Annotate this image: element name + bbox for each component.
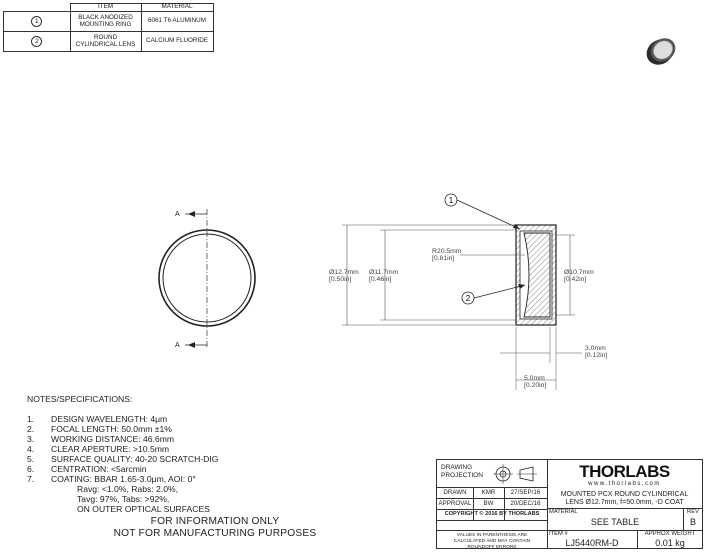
callout-1-circle [444, 193, 458, 207]
disclaimer: VALUES IN PARENTHESIS ARE CALCULATED AND… [453, 533, 531, 550]
coating-line: Ravg: <1.0%, Rabs: 2.0%, [77, 484, 179, 494]
rev-value: B [689, 517, 696, 527]
material-value: SEE TABLE [590, 517, 640, 527]
thickness-label: 3.0mm [0.12in] [585, 345, 608, 360]
front-view: A A [158, 209, 256, 349]
clear-diam-label: Ø10.7mm [0.42in] [564, 269, 594, 284]
part-isometric-icon [646, 38, 676, 65]
note-item: 3.WORKING DISTANCE: 46.6mm [27, 434, 175, 444]
approval-date: 20/DEC/16 [510, 500, 541, 507]
title-block: DRAWING PROJECTION DRAWN KMR 27/SEP/16 A… [436, 459, 703, 550]
radius-label: R20.5mm [0.81in] [432, 248, 462, 263]
info-disclaimer: FOR INFORMATION ONLY NOT FOR MANUFACTURI… [113, 516, 317, 539]
note-item: 5.SURFACE QUALITY: 40-20 SCRATCH-DIG [27, 454, 219, 464]
parts-table: ITEM MATERIAL 1 BLACK ANODIZED MOUNTING … [3, 3, 214, 52]
note-item: 7.COATING: BBAR 1.65-3.0μm, AOI: 0° [27, 474, 196, 484]
outer-diam-label: Ø12.7mm [0.50in] [329, 269, 359, 284]
note-item: 2.FOCAL LENGTH: 50.0mm ±1% [27, 424, 172, 434]
rev-label: REV [687, 509, 699, 515]
approval-label: APPROVAL [438, 500, 472, 507]
width-label: 5.0mm [0.20in] [524, 375, 547, 390]
weight-value: 0.01 kg [655, 538, 685, 548]
parts-table-corner [3, 3, 71, 12]
parts-table-row-1-material: 6061 T6 ALUMINUM [140, 11, 214, 32]
note-item: 1.DESIGN WAVELENGTH: 4μm [27, 414, 168, 424]
coating-line: ON OUTER OPTICAL SURFACES [77, 504, 210, 514]
notes-title: NOTES/SPECIFICATIONS: [27, 394, 133, 404]
front-view-outer-ring [158, 229, 256, 327]
weight-label: APPROX WEIGHT [644, 531, 696, 537]
parts-table-header-material: MATERIAL [140, 3, 214, 12]
section-label-bottom: A [175, 342, 180, 349]
drawing-projection-label: DRAWING PROJECTION [441, 464, 483, 479]
thorlabs-logo: THORLABS [579, 462, 670, 481]
coating-line: Tavg: 97%, Tabs: >92%, [77, 494, 170, 504]
callout-2-circle [461, 291, 475, 305]
part-description: MOUNTED PCX ROUND CYLINDRICAL LENS Ø12.7… [560, 491, 689, 506]
approval-by: BW [483, 500, 494, 507]
item-label: ITEM # [549, 531, 568, 537]
material-label: MATERIAL [549, 509, 578, 515]
callout-1: 1 [449, 196, 454, 205]
parts-table-row-2-material: CALCIUM FLUORIDE [140, 31, 214, 52]
third-angle-projection-icon [493, 464, 537, 484]
item-value: LJ5440RM-D [565, 538, 619, 548]
notes-block: NOTES/SPECIFICATIONS: 1.DESIGN WAVELENGT… [27, 394, 218, 514]
section-arrow-top-icon [188, 211, 195, 217]
website: www.thorlabs.com [588, 481, 661, 487]
parts-table-header-item: ITEM [69, 3, 142, 12]
section-view: 1 2 [342, 193, 582, 390]
parts-table-row-1-num: 1 [3, 11, 71, 32]
section-arrow-bottom-icon [188, 342, 195, 348]
callout-2: 2 [466, 294, 471, 303]
lens-section [523, 232, 551, 318]
drawn-date: 27/SEP/16 [510, 489, 541, 496]
parts-table-row-2-item: ROUND CYLINDRICAL LENS [69, 31, 142, 52]
drawn-label: DRAWN [443, 489, 467, 496]
note-item: 4.CLEAR APERTURE: >10.5mm [27, 444, 170, 454]
inner-diam-label: Ø11.7mm [0.46in] [369, 269, 399, 284]
parts-table-row-1-item: BLACK ANODIZED MOUNTING RING [69, 11, 142, 32]
parts-table-row-2-num: 2 [3, 31, 71, 52]
drawn-by: KMR [481, 489, 496, 496]
copyright: COPYRIGHT © 2016 BY THORLABS [444, 511, 540, 517]
section-label-top: A [175, 211, 180, 218]
note-item: 6.CENTRATION: <5arcmin [27, 464, 147, 474]
